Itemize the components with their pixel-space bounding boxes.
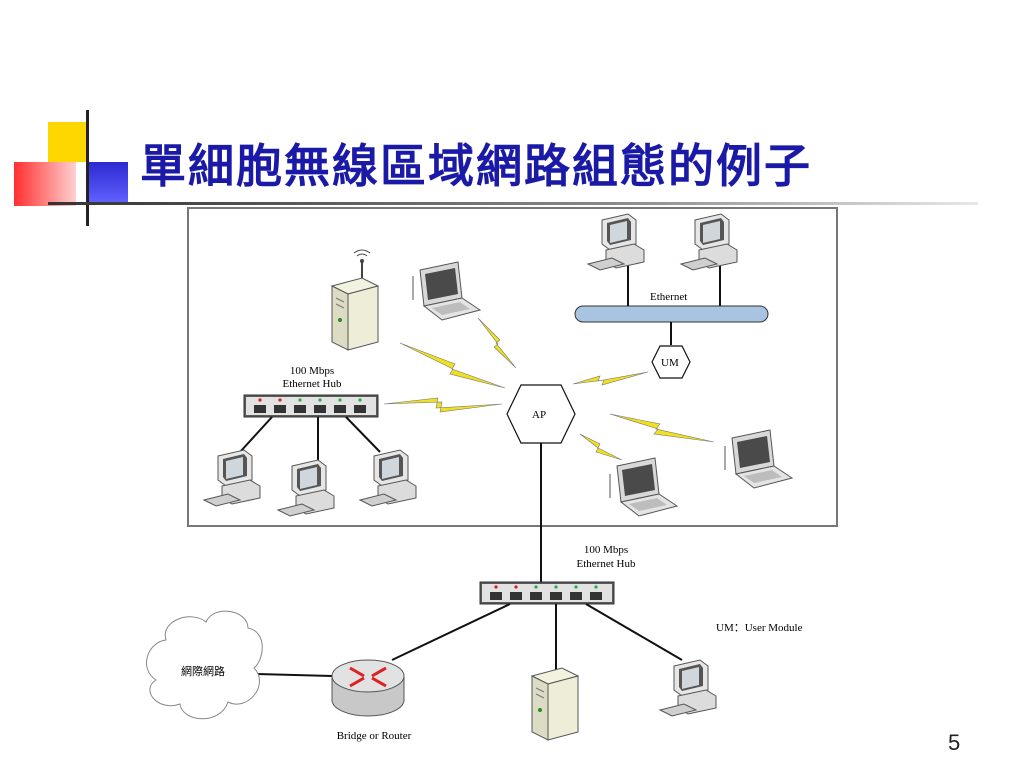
page-title: 單細胞無線區域網路組態的例子 [140,139,812,193]
ethernet-pc-2 [680,213,738,271]
wlan-pc-3 [359,449,417,507]
deco-blue-square [88,162,128,202]
deco-vertical-line [86,110,89,226]
wlan-cell-frame [187,207,838,527]
ap-node [506,384,576,444]
main-hub-cables [256,603,683,677]
router [331,659,405,717]
wireless-link-server [399,342,506,389]
wireless-link-laptop-top [477,317,517,369]
um-label: UM [661,357,679,369]
wlan-pc-1 [203,449,261,507]
wireless-link-laptop-bottom [579,433,623,461]
internet-label: 網際網路 [181,664,225,678]
router-label: Bridge or Router [337,730,412,742]
ap-label: AP [532,409,546,421]
wireless-link-um [572,371,649,386]
wireless-links [383,317,715,461]
wlan-hub-label-2: Ethernet Hub [283,378,342,390]
legend-text: UM：User Module [716,622,803,634]
deco-horizontal-line [48,202,978,205]
wireless-server [331,249,379,351]
wlan-hub-cables [239,416,381,462]
main-pc [659,659,717,717]
ethernet-label: Ethernet [650,291,687,303]
deco-yellow-square [48,122,88,162]
main-hub [479,581,615,605]
wlan-pc-2 [277,459,335,517]
um-node [651,345,691,379]
slide-number: 5 [948,730,961,755]
wlan-hub-label-1: 100 Mbps [290,365,334,377]
main-hub-label-2: Ethernet Hub [577,558,636,570]
ethernet-pc-1 [587,213,645,271]
laptop-top [419,261,481,321]
laptop-right [731,429,793,489]
main-hub-label-1: 100 Mbps [584,544,628,556]
wireless-link-laptop-right [609,413,715,443]
deco-red-square [14,162,76,206]
wireless-link-hub [383,397,503,413]
laptop-bottom [616,457,678,517]
main-server [531,667,579,741]
wlan-hub [243,394,379,418]
internet-cloud [146,610,263,720]
ethernet-bus [574,257,769,345]
